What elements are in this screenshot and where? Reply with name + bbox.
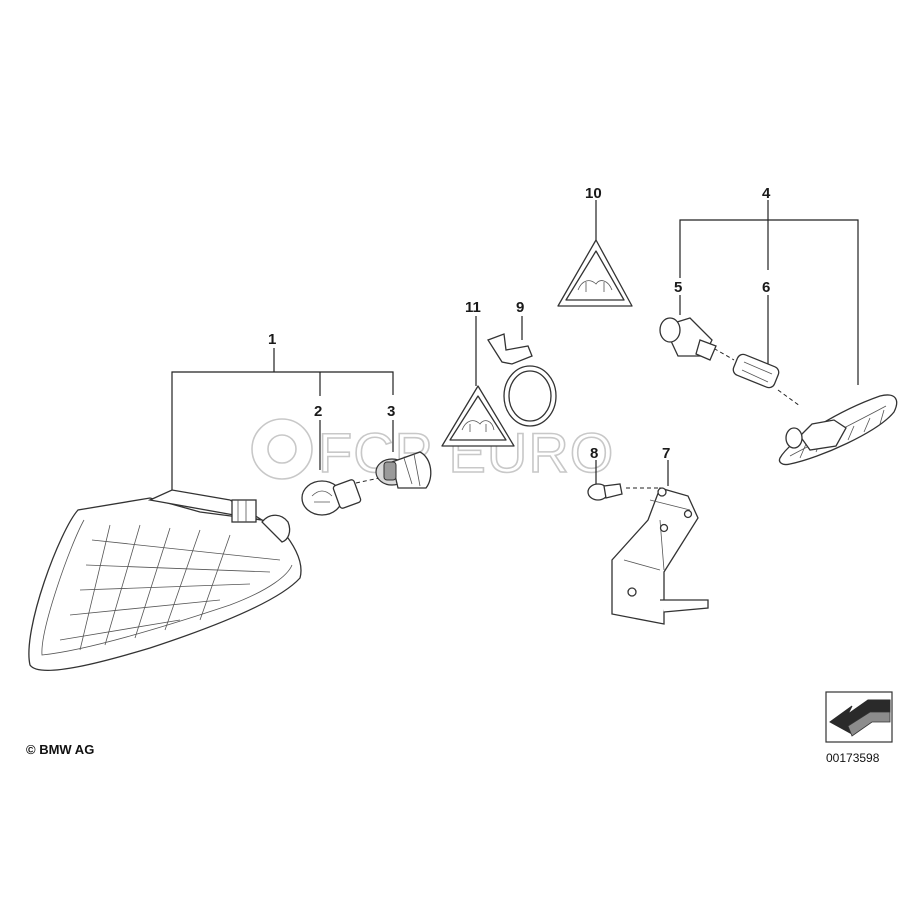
callout-7: 7 <box>662 445 670 462</box>
warning-label-icon <box>557 239 633 307</box>
callout-9: 9 <box>516 299 524 316</box>
callout-6: 6 <box>762 279 770 296</box>
bulb-icon <box>301 479 362 516</box>
document-number: 00173598 <box>826 751 880 765</box>
callout-8: 8 <box>590 445 598 462</box>
clip-icon <box>587 483 623 501</box>
copyright-text: © BMW AG <box>26 742 95 757</box>
direction-arrow-icon <box>825 691 893 743</box>
callout-1: 1 <box>268 331 276 348</box>
callout-10: 10 <box>585 185 602 202</box>
headlight-corner-lamp-icon <box>28 489 302 672</box>
warning-label-icon <box>441 385 515 447</box>
bulb-icon <box>732 353 780 389</box>
leader-lines <box>171 200 859 492</box>
callout-3: 3 <box>387 403 395 420</box>
callouts: 1 2 3 4 5 6 7 8 9 10 11 <box>268 185 771 462</box>
bracket-icon <box>611 487 709 625</box>
callout-11: 11 <box>465 299 481 316</box>
bulb-socket-icon <box>375 451 432 489</box>
side-marker-lamp-icon <box>778 394 898 466</box>
watermark: FCP EURO <box>251 418 614 485</box>
callout-4: 4 <box>762 185 771 202</box>
callout-5: 5 <box>674 279 682 296</box>
callout-2: 2 <box>314 403 322 420</box>
bulb-socket-icon <box>659 317 717 361</box>
seal-ring-icon <box>487 333 557 427</box>
